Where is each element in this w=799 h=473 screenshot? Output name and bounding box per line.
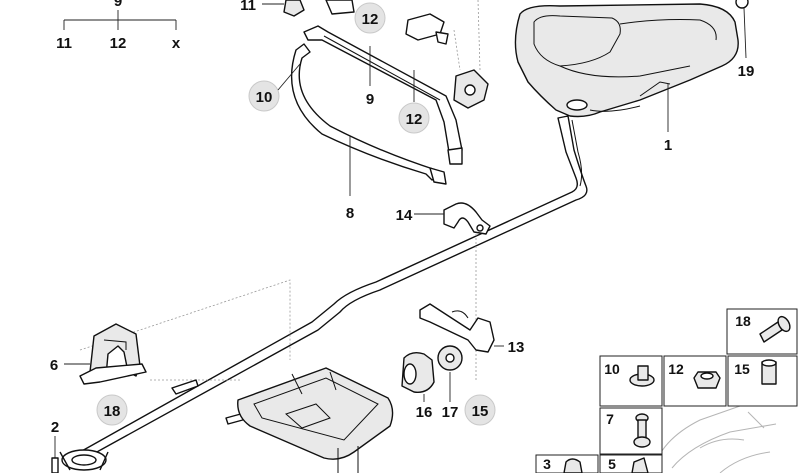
legend-child-11: 11 — [56, 35, 72, 52]
nut-3-icon — [563, 458, 583, 473]
svg-text:5: 5 — [608, 456, 616, 472]
callout-6: 6 — [50, 357, 90, 374]
bolt-5-icon — [631, 457, 649, 473]
strap-bracket-8[interactable] — [290, 43, 447, 185]
svg-text:6: 6 — [50, 357, 58, 374]
car-silhouette — [651, 401, 797, 473]
bolt-18-icon — [759, 315, 791, 343]
hanger-bracket-9[interactable] — [303, 25, 463, 165]
svg-text:8: 8 — [346, 205, 354, 222]
callout-9: 9 — [366, 46, 374, 108]
mount-bracket-13[interactable] — [419, 303, 495, 353]
svg-text:17: 17 — [442, 404, 459, 421]
svg-text:12: 12 — [668, 361, 684, 377]
callout-10: 10 — [248, 63, 301, 112]
svg-text:11: 11 — [240, 0, 256, 14]
svg-text:15: 15 — [734, 361, 750, 377]
callout-18-left: 18 — [96, 394, 128, 426]
rear-muffler[interactable] — [514, 3, 739, 118]
svg-text:10: 10 — [256, 89, 273, 106]
callout-11-top: 11 — [240, 0, 284, 14]
legend-child-x: x — [172, 35, 181, 52]
parts-grid: 18 10 12 15 7 — [535, 308, 798, 473]
callout-8: 8 — [346, 136, 354, 222]
callout-15: 15 — [464, 394, 496, 426]
rubber-isolator-16[interactable] — [401, 351, 435, 393]
callout-13: 13 — [494, 339, 524, 356]
callout-17: 17 — [442, 372, 459, 421]
part-cell-7[interactable] — [599, 407, 663, 455]
callout-1: 1 — [664, 84, 672, 154]
callout-16: 16 — [416, 394, 433, 421]
callout-2: 2 — [51, 419, 59, 473]
rubber-hanger-6[interactable] — [79, 323, 147, 385]
legend-tree: 9 11 12 x — [56, 0, 181, 52]
callout-12-a: 12 — [354, 2, 386, 34]
svg-text:13: 13 — [508, 339, 525, 356]
svg-text:18: 18 — [735, 313, 751, 329]
svg-text:10: 10 — [604, 361, 620, 377]
socket-bolt-15-icon — [761, 359, 777, 385]
nut-12-icon — [693, 371, 721, 389]
svg-text:9: 9 — [366, 91, 374, 108]
pipe-clamp-14[interactable] — [443, 202, 491, 235]
washer-17[interactable] — [437, 345, 463, 371]
svg-text:14: 14 — [396, 207, 413, 224]
svg-text:16: 16 — [416, 404, 433, 421]
callout-12-b: 12 — [398, 70, 430, 134]
screw-7-icon — [633, 413, 651, 448]
svg-text:19: 19 — [738, 63, 755, 80]
legend-top-label: 9 — [114, 0, 122, 10]
callout-19: 19 — [735, 0, 755, 80]
upper-dash-lines — [79, 0, 481, 381]
callout-14: 14 — [396, 207, 444, 224]
legend-child-12: 12 — [110, 35, 127, 52]
svg-text:12: 12 — [406, 111, 423, 128]
svg-text:3: 3 — [543, 456, 551, 472]
exhaust-pipe[interactable] — [59, 115, 588, 471]
svg-text:2: 2 — [51, 419, 59, 436]
svg-text:12: 12 — [362, 11, 379, 28]
svg-text:7: 7 — [606, 411, 614, 427]
rubber-mount-upper[interactable] — [283, 0, 489, 109]
svg-text:18: 18 — [104, 403, 121, 420]
bolt-10-icon — [629, 365, 655, 387]
svg-text:1: 1 — [664, 137, 672, 154]
heat-shield-plate[interactable] — [237, 367, 394, 473]
svg-text:15: 15 — [472, 403, 489, 420]
